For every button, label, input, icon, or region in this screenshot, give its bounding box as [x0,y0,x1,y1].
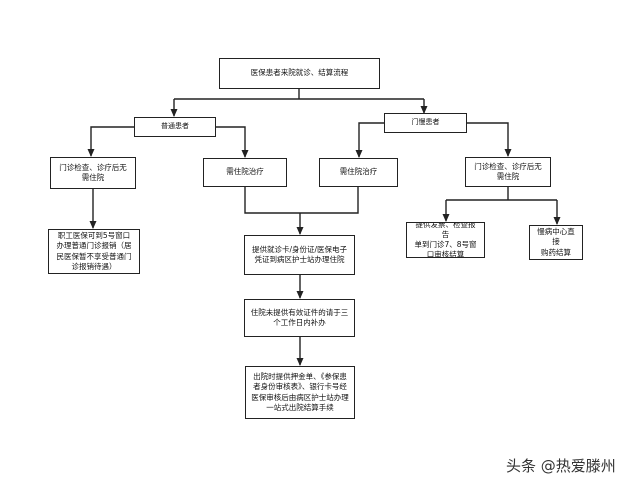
node-general-outpatient: 门诊检查、诊疗后无 需住院 [50,157,136,189]
node-employee-reimburse: 职工医保可到5号窗口 办理普通门诊报销（居 民医保暂不享受普通门 诊报销待遇） [48,229,140,274]
node-docs-within-3days: 住院未提供有效证件的请于三 个工作日内补办 [244,299,355,337]
node-invoice-settle: 提供发票、检查报告 单到门诊7、8号窗 口审核结算 [406,222,485,258]
node-general-inpatient: 需住院治疗 [203,158,287,187]
connector-chronic-left [355,122,384,158]
node-admission: 提供就诊卡/身份证/医保电子 凭证到病区护士站办理住院 [244,235,355,275]
connector-general-right [216,126,249,158]
connector-chronic-right [467,122,512,157]
connector-general-left [87,126,134,157]
node-chronic-patient: 门慢患者 [384,113,467,133]
node-discharge: 出院时提供押金单、《参保患 者身份审核表》、银行卡号经 医保审核后由病区护士站办… [245,366,355,419]
node-chronic-outpatient: 门诊检查、诊疗后无 需住院 [465,157,551,187]
node-root: 医保患者来院就诊、结算流程 [219,58,380,89]
connector-inpatient-merge-right [300,187,359,214]
watermark-text: 头条 @热爱滕州 [506,457,616,475]
node-general-patient: 普通患者 [134,117,216,137]
node-chronic-center: 慢病中心直接 购药结算 [529,225,583,260]
node-chronic-inpatient: 需住院治疗 [319,158,398,187]
connector-inpatient-merge-left [244,187,300,214]
